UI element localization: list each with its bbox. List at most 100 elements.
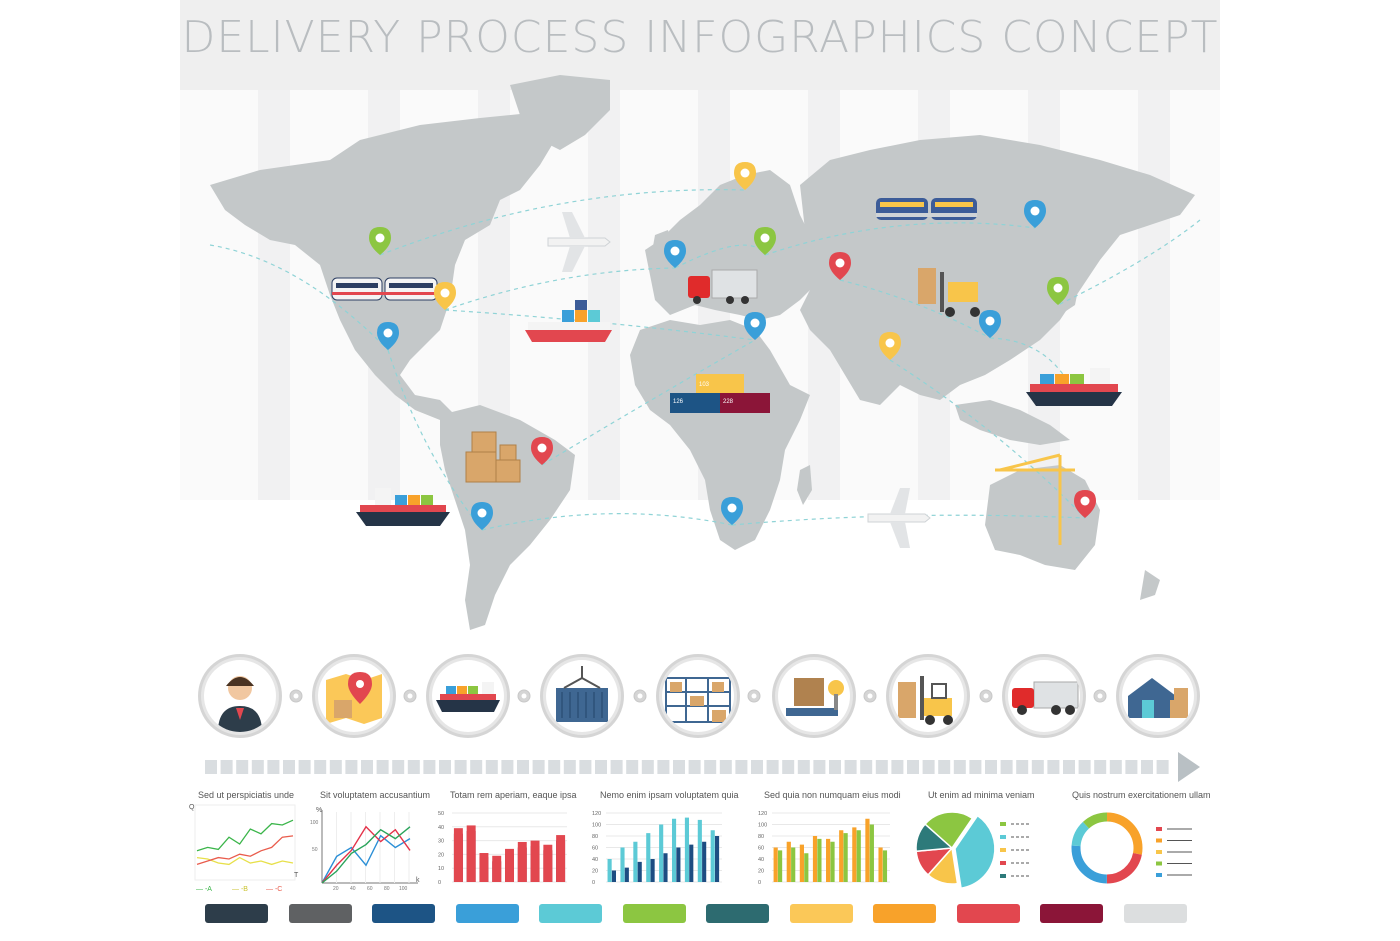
color-swatch: [1040, 904, 1103, 923]
location-pin-icon[interactable]: [471, 502, 493, 530]
color-swatch: [873, 904, 936, 923]
bar: [684, 817, 690, 882]
bar: [453, 828, 463, 882]
map-truck-europe: [688, 269, 758, 304]
y-tick-label: 80: [592, 834, 598, 840]
step-container[interactable]: [540, 654, 624, 738]
operator-icon: [218, 676, 262, 732]
step-scale[interactable]: [772, 654, 856, 738]
location-pin-icon[interactable]: [377, 322, 399, 350]
location-pin-icon[interactable]: [369, 227, 391, 255]
legend-swatch: [1156, 873, 1162, 877]
routes: [209, 189, 1201, 531]
y-tick-label: 100: [758, 823, 767, 829]
route-14: [1057, 219, 1201, 306]
chart-2: % k 100 50 20 40 60 80 100: [310, 807, 420, 892]
southeast-asia: [955, 400, 1070, 445]
step-house[interactable]: [1116, 654, 1200, 738]
map-ship-pacific: [1026, 368, 1122, 406]
bar: [878, 847, 883, 882]
location-pin-icon[interactable]: [664, 240, 686, 268]
location-pin-icon[interactable]: [434, 282, 456, 310]
bar: [856, 830, 861, 882]
step-map[interactable]: [312, 654, 396, 738]
bar: [714, 836, 720, 882]
y-tick-label: 20: [592, 869, 598, 875]
legend-swatch: [1000, 874, 1006, 878]
location-pin-icon[interactable]: [754, 227, 776, 255]
location-pin-icon[interactable]: [879, 332, 901, 360]
bar: [773, 847, 778, 882]
bar: [543, 844, 553, 882]
bar: [839, 830, 844, 882]
location-pin-icon[interactable]: [734, 162, 756, 190]
cargo-ship-icon: [436, 682, 500, 712]
pie-slice: [954, 814, 996, 890]
map-train-america: [331, 277, 438, 301]
line-series: [321, 825, 411, 884]
chart-1: Q T: [189, 804, 299, 881]
bar: [865, 818, 870, 882]
map-pin-icon: [326, 672, 382, 724]
greenland: [510, 75, 610, 150]
y-tick-label: 50: [438, 811, 444, 817]
bar: [777, 850, 783, 882]
chart-6-legend: [1000, 822, 1030, 878]
chart-2-ytick-100: 100: [310, 820, 319, 826]
location-pin-icon[interactable]: [1024, 200, 1046, 228]
location-pin-icon[interactable]: [1074, 490, 1096, 518]
bar: [671, 818, 677, 882]
map-crane: [995, 453, 1075, 545]
location-pin-icon[interactable]: [1047, 277, 1069, 305]
chart-2-title: Sit voluptatem accusantium: [320, 790, 431, 800]
step-forklift[interactable]: [886, 654, 970, 738]
y-tick-label: 20: [758, 869, 764, 875]
container-icon: [556, 666, 608, 722]
step-truck[interactable]: [1002, 654, 1086, 738]
y-tick-label: 30: [438, 839, 444, 845]
truck-icon: [1012, 681, 1079, 715]
line-series: [321, 834, 411, 884]
color-swatch: [789, 904, 853, 923]
color-swatch: [372, 904, 435, 923]
bar: [659, 824, 664, 882]
y-tick-label: 10: [438, 866, 444, 872]
chart-2-xtick-40: 40: [350, 886, 356, 892]
y-tick-label: 60: [758, 846, 764, 852]
step-ship[interactable]: [426, 654, 510, 738]
location-pin-icon[interactable]: [721, 497, 743, 525]
route-1: [379, 189, 746, 256]
location-pins: [369, 162, 1096, 530]
bar: [689, 844, 694, 882]
bar: [676, 847, 681, 882]
bar: [710, 830, 715, 882]
bar: [620, 847, 625, 882]
bar: [517, 841, 527, 882]
donut-segment: [1071, 812, 1143, 884]
chart-1-legend-c: — -C: [266, 886, 282, 893]
chart-1-legend-b: — -B: [232, 886, 248, 893]
line-series: [196, 835, 294, 866]
map-train-asia: [876, 198, 977, 220]
location-pin-icon[interactable]: [531, 437, 553, 465]
map-ship-south: [356, 488, 450, 526]
bar: [791, 847, 796, 882]
step-warehouse[interactable]: [656, 654, 740, 738]
y-tick-label: 0: [438, 880, 441, 886]
bar: [843, 833, 848, 882]
location-pin-icon[interactable]: [979, 310, 1001, 338]
location-pin-icon[interactable]: [744, 312, 766, 340]
new-zealand: [1140, 570, 1160, 600]
container-label-left: 126: [673, 399, 684, 405]
route-6: [839, 279, 991, 339]
bar: [646, 833, 651, 882]
bar: [466, 825, 476, 882]
bar: [633, 841, 638, 882]
bar: [492, 855, 502, 882]
bar: [702, 841, 707, 882]
location-pin-icon[interactable]: [829, 252, 851, 280]
chart-7-title: Quis nostrum exercitationem ullam: [1072, 790, 1211, 800]
step-operator[interactable]: [198, 654, 282, 738]
